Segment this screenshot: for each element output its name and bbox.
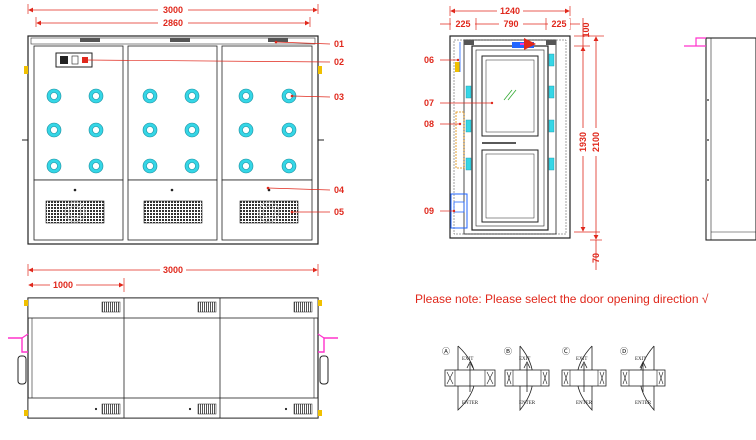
callout-06: 06 [424, 55, 434, 65]
option-d-enter: ENTER [635, 401, 652, 406]
dimension-front-total: 3000 [27, 4, 319, 15]
dim-plan-section-label: 1000 [53, 280, 73, 290]
nozzle-icon [184, 158, 200, 174]
dimension-side-top: 100 [574, 18, 591, 48]
dimension-plan-total: 3000 [27, 264, 319, 276]
door-option-b[interactable]: Ⓑ EXIT ENTER [504, 345, 550, 412]
callout-01: 01 [334, 39, 344, 49]
callout-07: 07 [424, 98, 434, 108]
dimension-front-inner: 2860 [35, 17, 311, 28]
option-b-mark: Ⓑ [504, 347, 512, 356]
nozzle-icon [46, 158, 62, 174]
dim-front-inner-label: 2860 [163, 18, 183, 28]
option-d-exit: EXIT [635, 357, 646, 362]
door-option-c[interactable]: Ⓒ EXIT ENTER [561, 345, 607, 412]
dim-side-total-label: 1240 [500, 6, 520, 16]
nozzle-icon [142, 122, 158, 138]
nozzle-grid [46, 88, 297, 174]
dim-side-left-label: 225 [455, 19, 470, 29]
dimension-side-breakdown: 225 790 225 [440, 18, 580, 30]
callout-05: 05 [334, 207, 344, 217]
option-c-mark: Ⓒ [562, 347, 570, 356]
front-elevation: 3000 2860 [22, 4, 344, 245]
option-c-exit: EXIT [576, 357, 587, 362]
dim-front-total-label: 3000 [163, 5, 183, 15]
nozzle-icon [184, 88, 200, 104]
plan-view: 3000 1000 [8, 264, 338, 419]
dim-side-inner-height-label: 1930 [578, 132, 588, 152]
dim-side-total-height-label: 2100 [591, 132, 601, 152]
fan-grille [143, 200, 203, 224]
nozzle-icon [281, 88, 297, 104]
side-nozzles [465, 53, 555, 171]
nozzle-icon [46, 122, 62, 138]
dimension-side-total-height: 2100 [588, 35, 604, 240]
dim-plan-total-label: 3000 [163, 265, 183, 275]
callout-03: 03 [334, 92, 344, 102]
dimension-side-bottom: 70 [590, 239, 602, 270]
dim-side-top-label: 100 [581, 22, 591, 37]
nozzle-icon [142, 158, 158, 174]
front-module-right [221, 45, 313, 241]
nozzle-icon [88, 158, 104, 174]
dimension-plan-section: 1000 [28, 278, 125, 292]
option-a-mark: Ⓐ [442, 347, 450, 356]
nozzle-icon [46, 88, 62, 104]
front-module-center [127, 45, 218, 241]
option-a-enter: ENTER [462, 401, 479, 406]
option-c-enter: ENTER [576, 401, 593, 406]
door-direction-note: Please note: Please select the door open… [415, 292, 709, 306]
door-option-a[interactable]: Ⓐ EXIT ENTER [442, 345, 496, 411]
option-b-exit: EXIT [519, 357, 530, 362]
fan-grille [45, 200, 105, 224]
plan-handle-left [8, 333, 29, 385]
nozzle-icon [184, 122, 200, 138]
end-view [684, 37, 756, 241]
dim-side-right-label: 225 [551, 19, 566, 29]
nozzle-icon [88, 88, 104, 104]
option-a-exit: EXIT [462, 357, 473, 362]
side-callouts: 06 07 08 09 [424, 55, 494, 216]
callout-09: 09 [424, 206, 434, 216]
option-b-enter: ENTER [519, 401, 536, 406]
callout-04: 04 [334, 185, 344, 195]
front-callouts: 01 02 03 04 05 [84, 39, 344, 217]
nozzle-icon [88, 122, 104, 138]
plan-handle-right [317, 333, 338, 385]
nozzle-icon [281, 122, 297, 138]
callout-08: 08 [424, 119, 434, 129]
fan-grille [239, 200, 299, 224]
option-d-mark: Ⓓ [620, 347, 628, 356]
nozzle-icon [238, 122, 254, 138]
door-option-d[interactable]: Ⓓ EXIT ENTER [620, 345, 666, 412]
front-module-left [33, 45, 124, 241]
dimension-side-total: 1240 [449, 6, 571, 16]
dim-side-bottom-label: 70 [591, 253, 601, 263]
nozzle-icon [281, 158, 297, 174]
nozzle-icon [238, 158, 254, 174]
side-elevation: 1240 225 790 225 100 1930 [424, 6, 604, 270]
nozzle-icon [238, 88, 254, 104]
dim-side-door-label: 790 [503, 19, 518, 29]
callout-02: 02 [334, 57, 344, 67]
nozzle-icon [142, 88, 158, 104]
